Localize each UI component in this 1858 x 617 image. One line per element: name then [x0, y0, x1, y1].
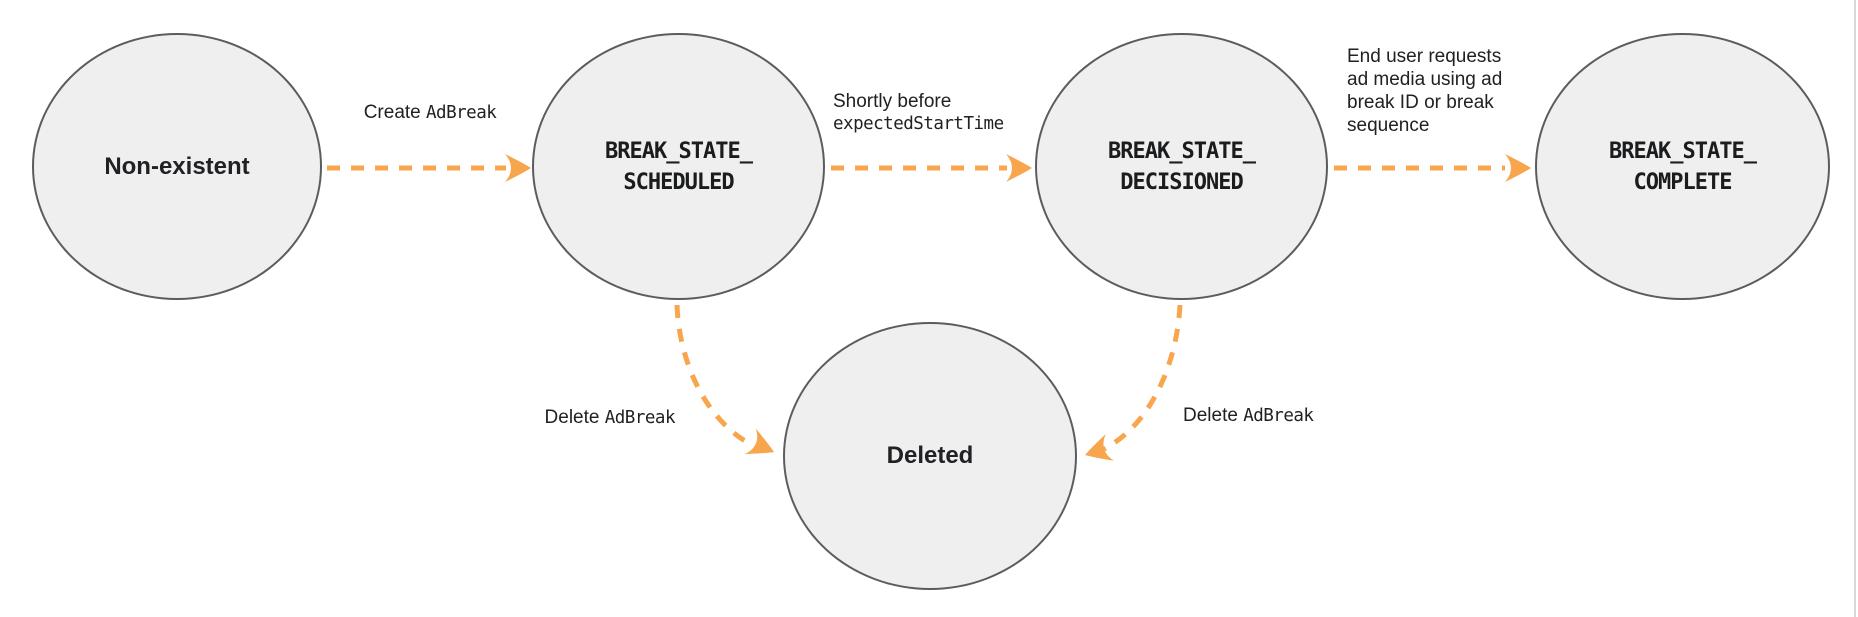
edge-label-code: AdBreak — [426, 103, 497, 123]
edge-label-text: End user requests ad media using ad brea… — [1347, 46, 1503, 136]
state-node-label-line1: BREAK_STATE_ — [1609, 138, 1757, 164]
container-right-border — [1854, 0, 1856, 617]
edge-label-text: Shortly before — [833, 91, 952, 112]
state-node-label-line2: SCHEDULED — [623, 169, 734, 195]
state-node-label-line1: BREAK_STATE_ — [1108, 138, 1256, 164]
state-node-label: Deleted — [886, 442, 974, 469]
edge-label-code: expectedStartTime — [833, 114, 1004, 134]
edge-label-end-user-requests: End user requests ad media using ad brea… — [1347, 45, 1519, 137]
edge-label-shortly-before: Shortly before expectedStartTime — [833, 90, 1053, 136]
edge-label-text: Delete — [544, 407, 605, 428]
state-node-label: Non-existent — [104, 152, 250, 180]
arrowhead-create-adbreak-icon — [505, 154, 531, 182]
edge-label-text: Delete — [1183, 405, 1244, 426]
arrowhead-end-user-requests-icon — [1505, 154, 1531, 182]
state-node-break-state-complete: BREAK_STATE_ COMPLETE — [1535, 33, 1830, 300]
arrowhead-delete-adbreak-left-icon — [744, 428, 774, 455]
edge-label-code: AdBreak — [604, 408, 676, 428]
state-node-label-line2: COMPLETE — [1633, 169, 1733, 195]
edge-label-delete-adbreak-right: Delete AdBreak — [1183, 404, 1363, 428]
state-node-label-line2: DECISIONED — [1120, 169, 1243, 195]
edge-label-text: Create — [363, 102, 427, 123]
edge-label-delete-adbreak-left: Delete AdBreak — [495, 406, 676, 430]
state-node-break-state-decisioned: BREAK_STATE_ DECISIONED — [1035, 33, 1328, 300]
state-node-label-line1: BREAK_STATE_ — [605, 138, 753, 164]
arrowhead-shortly-before-icon — [1006, 154, 1032, 182]
edge-label-code: AdBreak — [1243, 406, 1314, 426]
state-node-non-existent: Non-existent — [32, 33, 322, 300]
edge-delete-adbreak-right — [1102, 304, 1183, 452]
edge-delete-adbreak-left — [674, 304, 756, 449]
edge-label-create-adbreak: Create AdBreak — [330, 101, 530, 125]
state-node-deleted: Deleted — [783, 322, 1077, 590]
state-node-break-state-scheduled: BREAK_STATE_ SCHEDULED — [532, 33, 825, 300]
arrowhead-delete-adbreak-right-icon — [1085, 434, 1114, 461]
